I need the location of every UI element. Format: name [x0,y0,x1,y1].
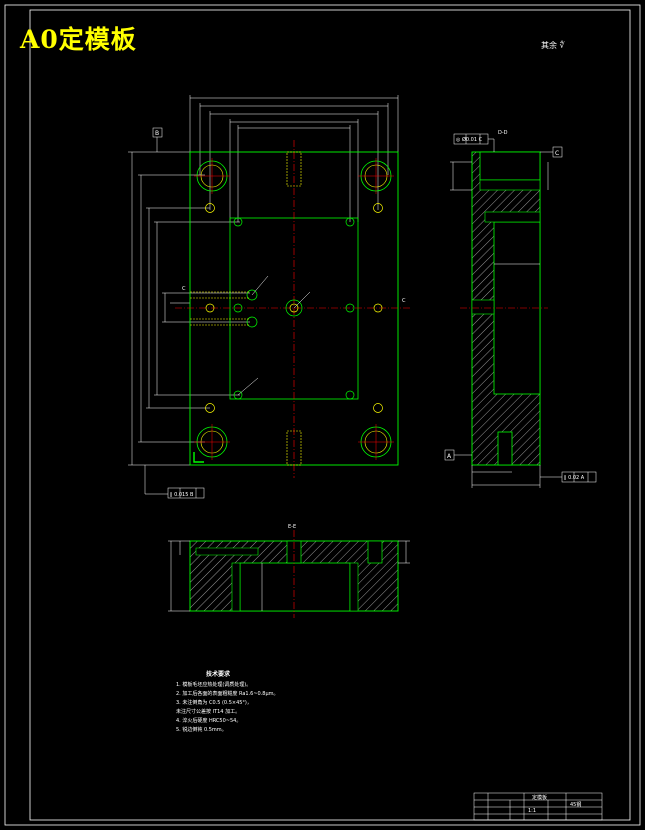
cooling-channels [190,291,250,326]
title-block-name: 定模板 [532,795,548,801]
datum-b-top-label: B [155,130,159,137]
datum-c-right-mark: C [402,298,406,304]
tech-req-item: 5. 锐边倒钝 0.5mm。 [176,727,227,733]
left-tolerance-frame-text: ∥ 0.015 B [170,492,194,498]
side-bottom-tolerance-text: ∥ 0.02 A [564,475,585,481]
side-datum-a-label: A [447,453,452,460]
side-top-tolerance-text: ◎ Ø0.01 C [456,136,483,143]
title-block [473,792,603,821]
roughness-note: 其余 ∜ [541,41,565,50]
tech-req-item: 未注尺寸公差按 IT14 加工。 [176,709,241,715]
tech-req-item: 1. 模板毛坯应热处理(调质处理)。 [176,682,252,688]
datum-c-left-label: C [182,286,186,292]
drawing-title: A0定模板 [20,25,137,54]
section-d-label: D-D [498,130,508,136]
side-section-view: D-D ◎ Ø0.01 C C A ∥ 0.02 A [444,130,597,488]
screw-holes [205,203,383,413]
side-datum-c-label: C [555,150,559,157]
tech-req-item: 4. 淬火后硬度 HRC50~54。 [176,718,242,724]
plan-view: B ∥ 0.015 B [128,95,410,499]
bottom-slot [286,430,302,466]
title-block-scale: 1:1 [528,808,537,814]
guide-holes [194,158,394,460]
inner-border [29,9,631,821]
bottom-section-view: E-E [168,524,410,618]
technical-requirements: 技术要求 1. 模板毛坯应热处理(调质处理)。 2. 加工后各面的表面粗糙度 R… [176,670,279,735]
tech-req-item: 3. 未注倒角为 C0.5 (0.5×45°)， [176,700,252,706]
tech-req-item: 2. 加工后各面的表面粗糙度 Ra1.6~0.8μm。 [176,691,279,697]
title-block-material: 45钢 [570,802,582,808]
tech-req-heading: 技术要求 [206,671,231,678]
outer-border [4,4,641,826]
section-e-label: E-E [288,524,296,530]
